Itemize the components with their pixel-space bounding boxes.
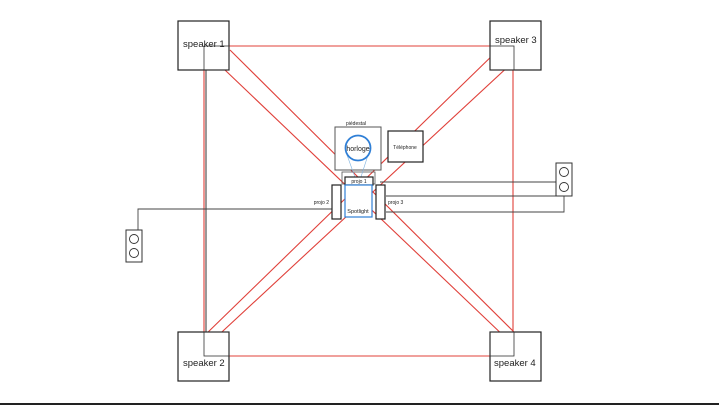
speaker-3-label: speaker 3 — [495, 35, 537, 46]
projo-3-box — [375, 184, 386, 220]
outlet-left-socket-bottom — [129, 248, 139, 258]
outlet-left-socket-top — [129, 234, 139, 244]
telephone: Téléphone — [387, 130, 424, 163]
speaker-3-inner — [489, 45, 515, 71]
speaker-1-box — [177, 20, 230, 71]
outlet-right-socket-bottom — [559, 182, 569, 192]
speaker-3-box — [489, 20, 542, 71]
speaker-1-inner — [203, 45, 230, 71]
outlet-wires — [137, 181, 565, 230]
outlet-left — [125, 229, 143, 263]
speaker-1: speaker 1 — [177, 20, 230, 71]
speaker-4-inner — [489, 331, 515, 357]
outlet-right — [555, 162, 573, 197]
outlet-right-socket-top — [559, 167, 569, 177]
speaker-2-box — [177, 331, 230, 382]
wire-right-outlet-3 — [386, 196, 565, 213]
clock-label: horloge — [346, 146, 369, 153]
telephone-box — [387, 130, 424, 163]
speaker-4-box — [489, 331, 542, 382]
speaker-2-label: speaker 2 — [183, 358, 225, 369]
speaker-4: speaker 4 — [489, 331, 542, 382]
clock-icon — [344, 134, 372, 162]
projo-2-label: projo 2 — [314, 200, 330, 206]
speaker-4-label: speaker 4 — [494, 358, 536, 369]
clock-beam-right — [359, 154, 369, 181]
projector-cluster: projo 1 projo 2 projo 3 Spotlight — [314, 176, 404, 220]
projo-1-label: projo 1 — [351, 179, 367, 185]
speaker-2: speaker 2 — [177, 331, 230, 382]
spotlight-box — [344, 184, 373, 218]
pedestal: piédestal horloge — [334, 121, 382, 185]
speaker-1-label: speaker 1 — [183, 39, 225, 50]
clock-beam-left — [346, 154, 357, 181]
speaker-2-inner — [203, 331, 230, 357]
telephone-label: Téléphone — [393, 145, 417, 151]
speaker-3: speaker 3 — [489, 20, 542, 71]
wire-left-outlet — [137, 208, 335, 230]
spotlight-label: Spotlight — [347, 209, 369, 215]
projo-2-box — [331, 184, 342, 220]
pedestal-label: piédestal — [346, 121, 366, 127]
projo-3-label: projo 3 — [388, 200, 404, 206]
